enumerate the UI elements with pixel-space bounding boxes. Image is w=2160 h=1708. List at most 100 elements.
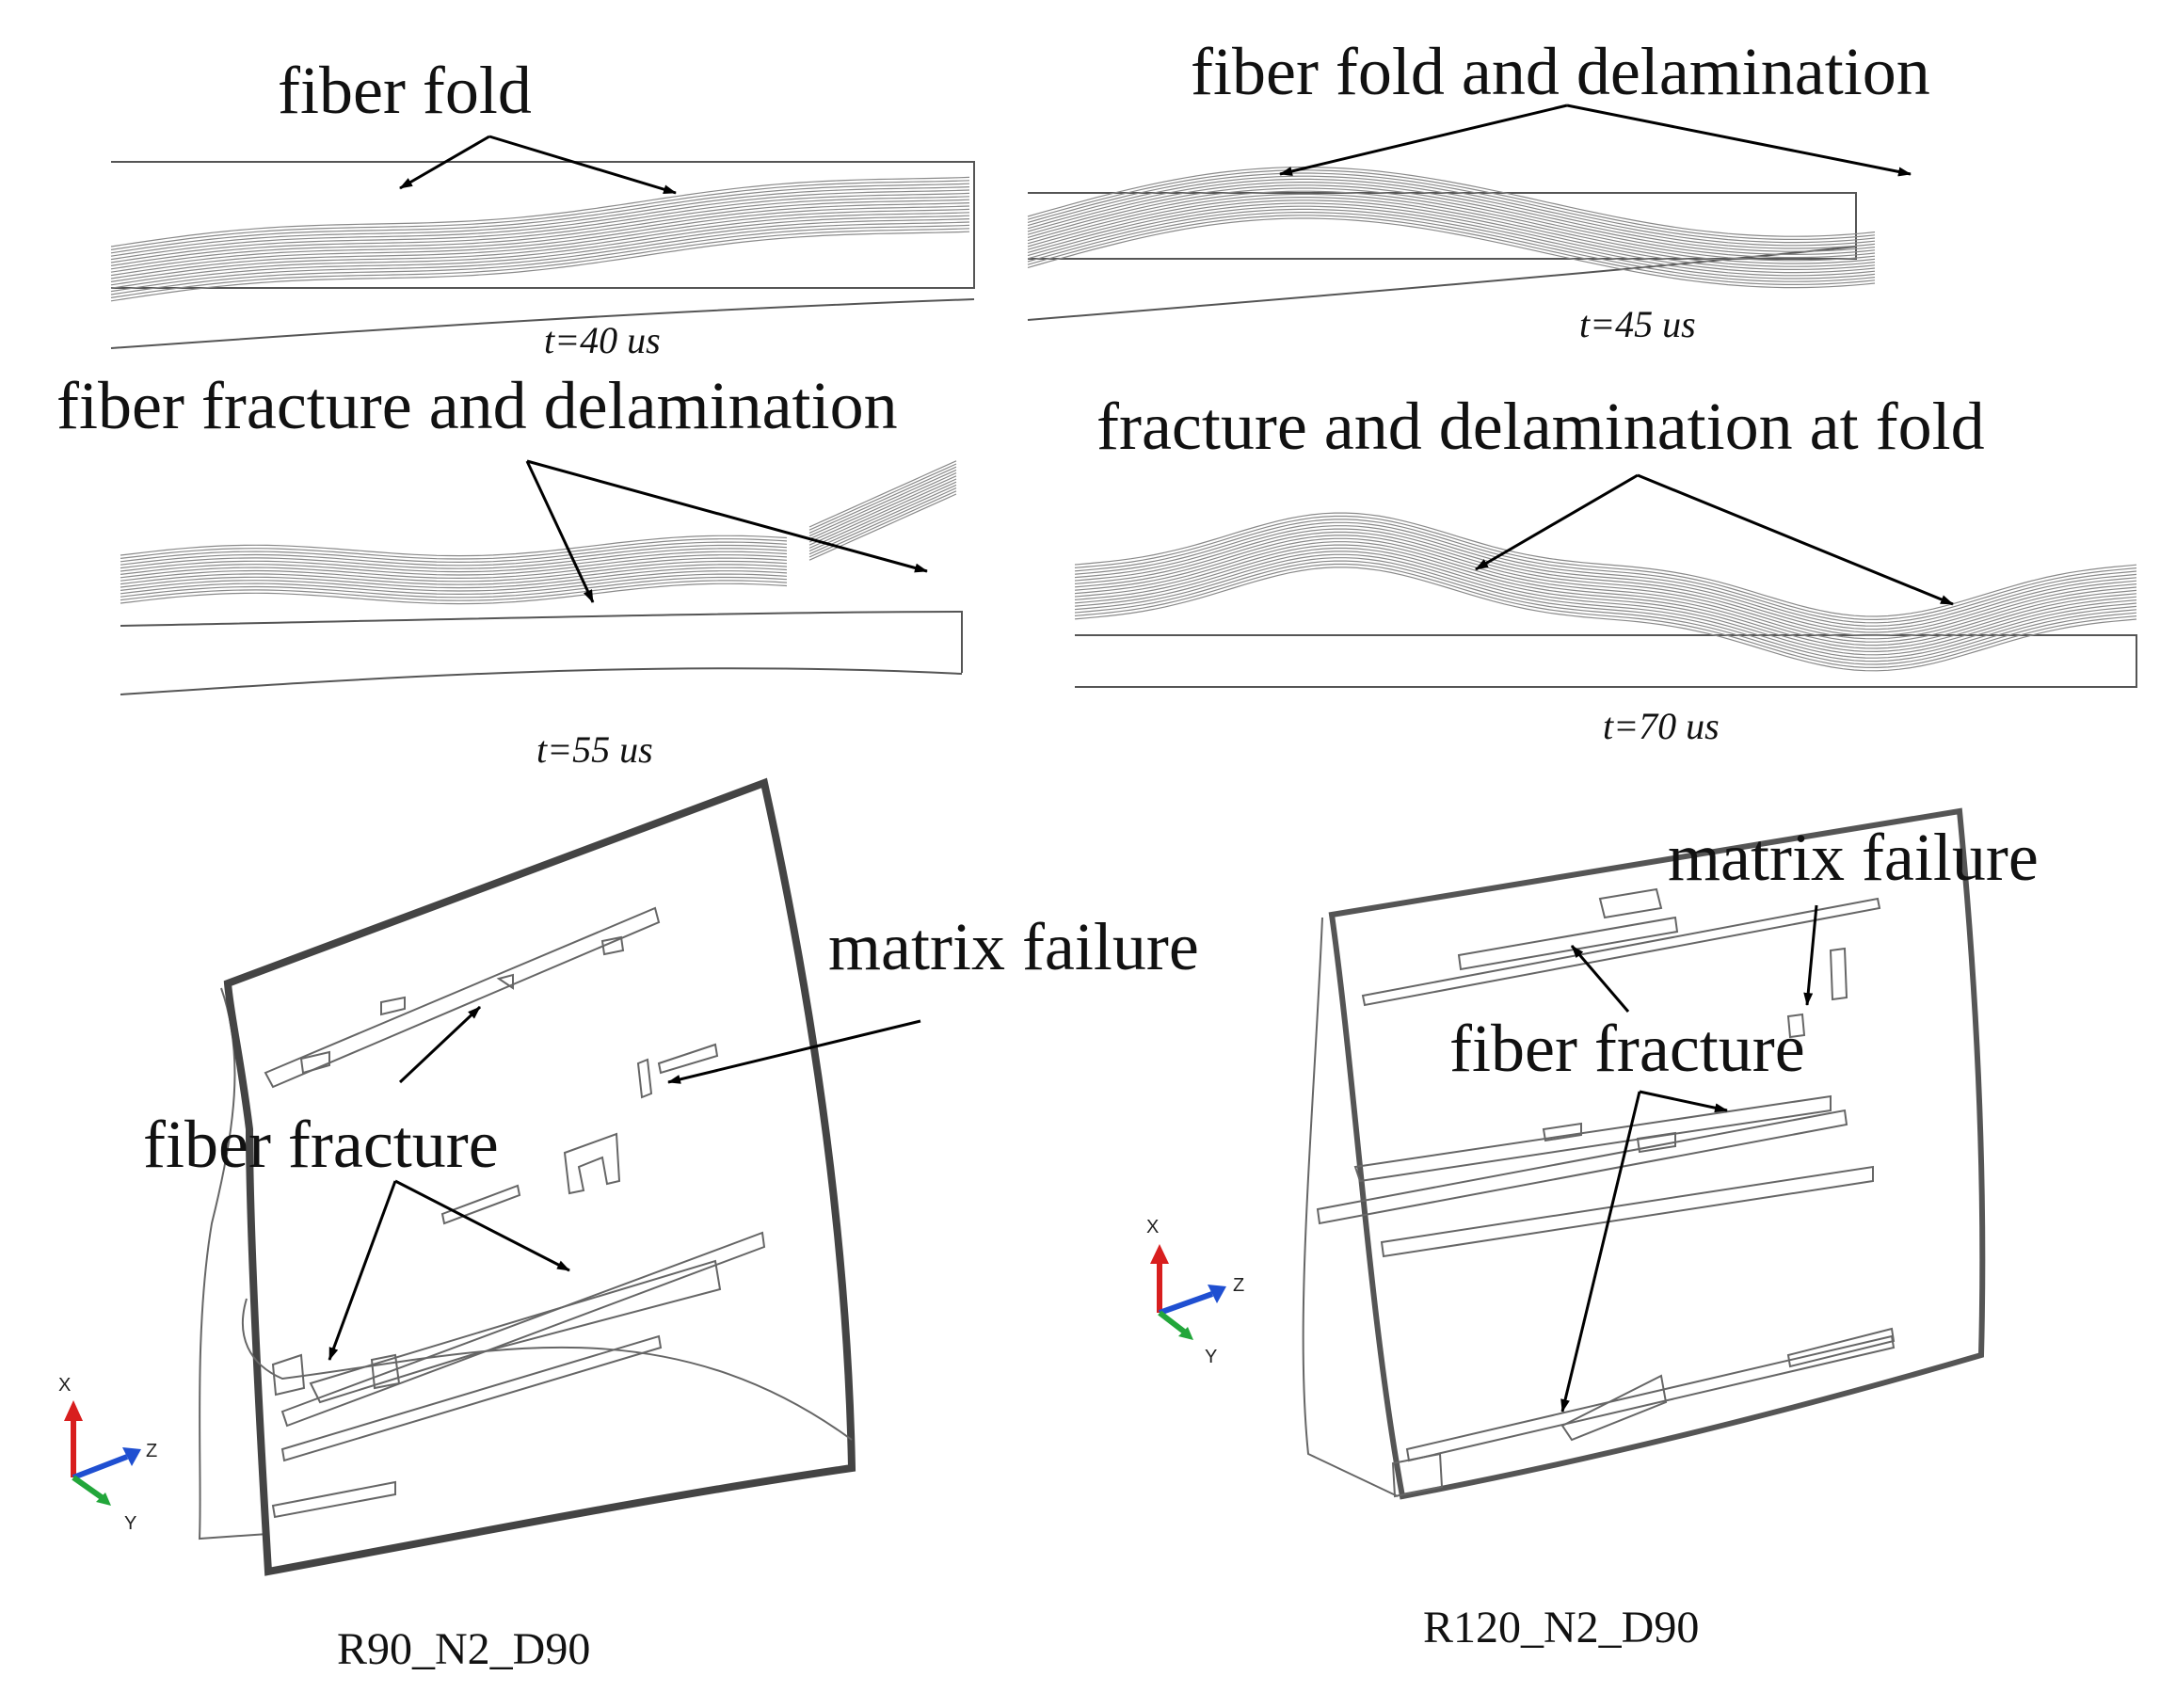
z-axis-arrow <box>72 1454 129 1480</box>
fiber-line <box>110 212 970 282</box>
caption-r120: R120_N2_D90 <box>1423 1603 1699 1652</box>
fiber-line <box>110 176 970 247</box>
arrow <box>1639 1090 1728 1113</box>
fiber-line <box>110 224 970 295</box>
label-fiber-fold-delamination: fiber fold and delamination <box>1191 34 1930 109</box>
fiber-line <box>110 186 970 257</box>
fiber-line <box>110 205 970 277</box>
fiber-line <box>110 196 970 266</box>
arrow <box>328 1180 397 1361</box>
fiber-line <box>120 564 788 585</box>
axis-z-label: Z <box>146 1441 157 1461</box>
fiber-line <box>1027 197 1876 267</box>
arrow <box>1803 904 1818 1006</box>
fiber-line <box>1027 193 1876 264</box>
plate-outline <box>111 161 975 289</box>
fiber-line <box>1074 528 2137 633</box>
fiber-line <box>808 487 957 555</box>
shell-back <box>198 987 269 1540</box>
fiber-line <box>110 192 970 263</box>
fiber-line <box>1074 535 2137 640</box>
fiber-line <box>1074 567 2137 672</box>
fiber-line <box>110 221 970 293</box>
fiber-line <box>808 460 957 528</box>
fiber-line <box>110 231 970 302</box>
time-label: t=40 us <box>544 319 661 361</box>
fiber-line <box>120 538 788 560</box>
fiber-line <box>110 202 970 273</box>
fiber-line <box>1027 205 1876 277</box>
arrow <box>525 460 595 603</box>
fiber-line <box>1074 512 2137 617</box>
arrow <box>1279 104 1568 176</box>
fiber-band <box>1074 512 2137 672</box>
fiber-line <box>120 554 788 576</box>
label-fiber-fracture-delamination: fiber fracture and delamination <box>56 368 898 443</box>
fiber-line <box>110 199 970 270</box>
fiber-line <box>1074 541 2137 646</box>
fiber-line <box>120 570 788 592</box>
fiber-line <box>808 466 957 534</box>
panel-t55: fiber fracture and delamination t=55 us <box>56 368 963 771</box>
fiber-line <box>1027 175 1876 247</box>
y-axis-arrow <box>1158 1310 1190 1337</box>
fiber-line <box>110 228 970 298</box>
arrow <box>398 1005 482 1084</box>
axis-triad: X Z Y <box>1146 1217 1244 1367</box>
fiber-line <box>808 478 957 546</box>
fiber-line <box>808 493 957 561</box>
fiber-line <box>808 475 957 543</box>
arrow <box>1475 473 1639 571</box>
fiber-line <box>120 580 788 601</box>
model-r120: matrix failure fiber fracture X Z Y R120… <box>1146 807 2039 1652</box>
label-fracture-delamination-fold: fracture and delamination at fold <box>1096 389 1985 464</box>
fiber-line <box>1027 172 1876 244</box>
fiber-line <box>110 189 970 261</box>
fiber-line <box>110 218 970 289</box>
fiber-line <box>808 481 957 549</box>
time-label: t=70 us <box>1603 705 1720 747</box>
fiber-line <box>110 180 970 250</box>
fiber-line <box>808 490 957 558</box>
arrow <box>1637 473 1954 606</box>
arrow <box>488 135 677 195</box>
fiber-line <box>120 544 788 567</box>
shell-outline <box>1328 807 1986 1500</box>
fiber-line <box>120 548 788 569</box>
fiber-line <box>1027 187 1876 259</box>
axis-z-label: Z <box>1233 1275 1244 1296</box>
fiber-line <box>1027 202 1876 274</box>
z-axis-arrow <box>1158 1291 1214 1316</box>
axis-y-label: Y <box>1205 1347 1217 1367</box>
fiber-line <box>1074 547 2137 653</box>
fiber-line <box>1074 553 2137 659</box>
label-matrix-failure: matrix failure <box>828 909 1199 984</box>
fiber-line <box>808 472 957 540</box>
fiber-line <box>1027 212 1876 282</box>
axis-y-label: Y <box>124 1513 136 1534</box>
caption-r90: R90_N2_D90 <box>337 1624 590 1674</box>
arrow <box>1560 1091 1641 1413</box>
fiber-line <box>1074 537 2137 643</box>
fiber-line <box>120 576 788 599</box>
fiber-line <box>1027 208 1876 279</box>
arrow <box>399 135 490 190</box>
fiber-line <box>120 567 788 589</box>
arrow <box>667 1019 921 1084</box>
fiber-line <box>120 535 788 557</box>
time-label: t=55 us <box>536 728 653 771</box>
time-label: t=45 us <box>1579 303 1696 345</box>
fiber-band <box>120 460 957 605</box>
arrow <box>526 459 928 573</box>
fiber-line <box>1074 521 2137 627</box>
axis-x-label: X <box>58 1375 71 1396</box>
fiber-line <box>1027 167 1876 237</box>
damage-marks <box>264 906 766 1519</box>
fiber-line <box>1074 515 2137 621</box>
fiber-line <box>120 541 788 564</box>
arrow <box>394 1179 570 1272</box>
shell-outline <box>223 777 856 1576</box>
model-r90: matrix failure fiber fracture X Z Y R90_… <box>58 777 1199 1674</box>
fiber-line <box>1074 525 2137 631</box>
